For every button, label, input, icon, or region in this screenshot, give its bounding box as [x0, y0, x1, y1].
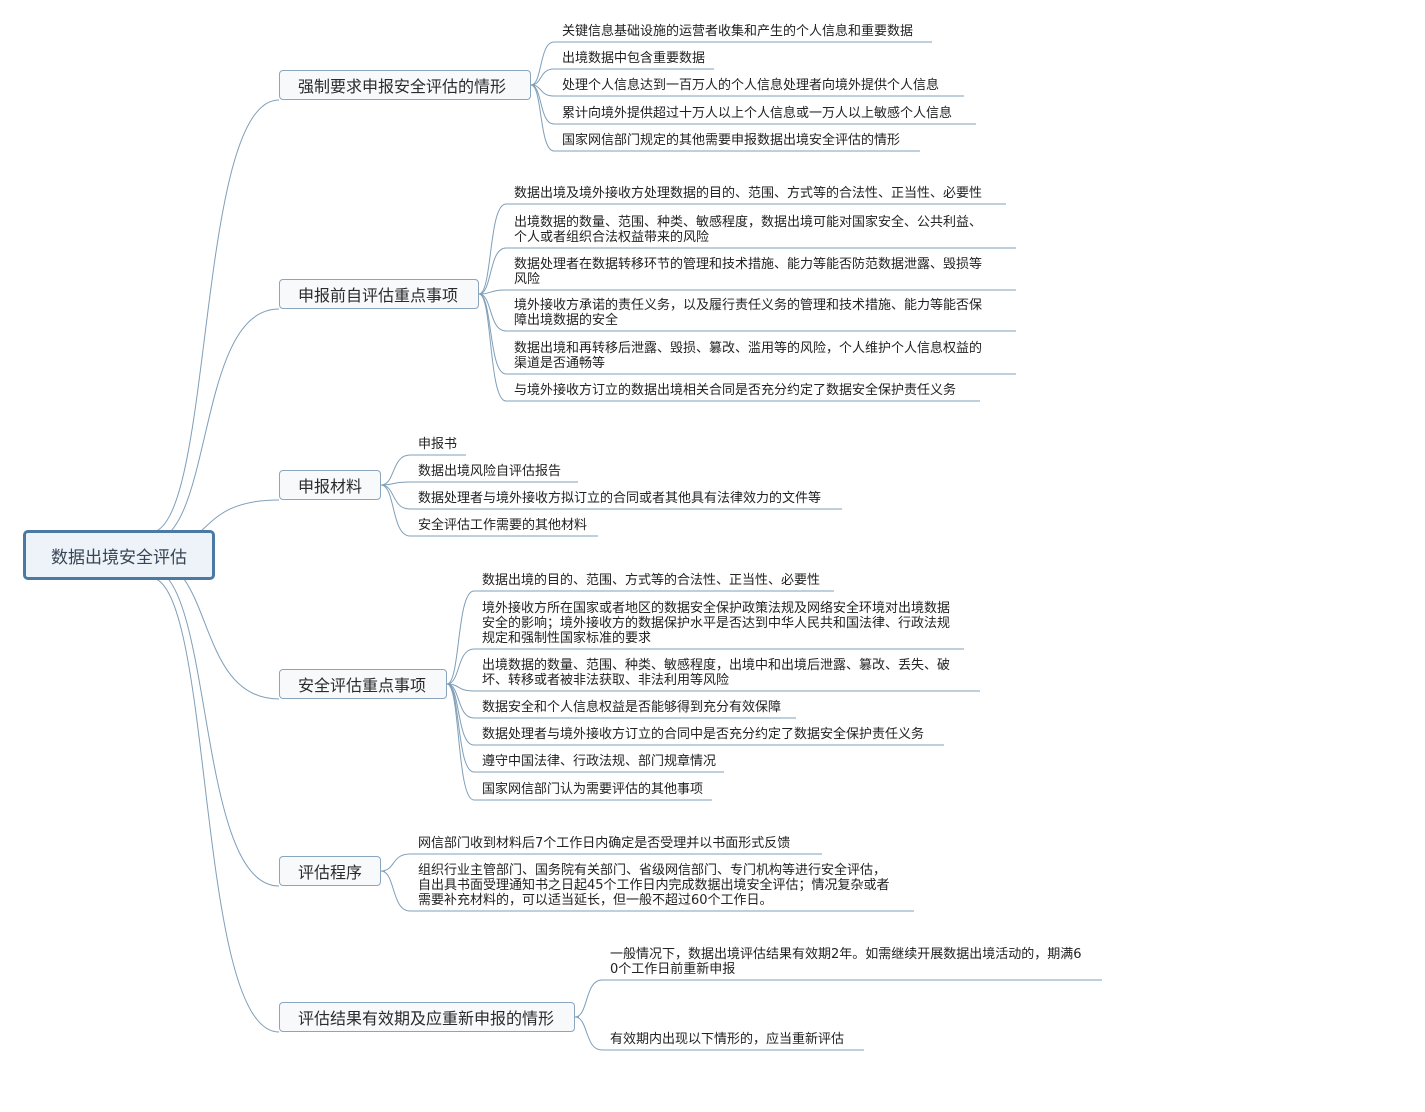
- branch-topic-2[interactable]: 申报前自评估重点事项: [279, 279, 479, 309]
- leaf-item[interactable]: 安全评估工作需要的其他材料: [418, 518, 587, 533]
- leaf-item[interactable]: 数据出境的目的、范围、方式等的合法性、正当性、必要性: [482, 573, 820, 588]
- root-topic[interactable]: 数据出境安全评估: [23, 530, 215, 580]
- leaf-item[interactable]: 境外接收方承诺的责任义务，以及履行责任义务的管理和技术措施、能力等能否保障出境数…: [514, 298, 982, 328]
- leaf-text-line: 障出境数据的安全: [514, 313, 619, 328]
- leaf-item[interactable]: 境外接收方所在国家或者地区的数据安全保护政策法规及网络安全环境对出境数据安全的影…: [482, 601, 950, 646]
- leaf-text-line: 国家网信部门认为需要评估的其他事项: [482, 782, 704, 797]
- leaf-item[interactable]: 处理个人信息达到一百万人的个人信息处理者向境外提供个人信息: [562, 78, 939, 93]
- leaf-item[interactable]: 网信部门收到材料后7个工作日内确定是否受理并以书面形式反馈: [418, 836, 790, 851]
- leaf-text-line: 自出具书面受理通知书之日起45个工作日内完成数据出境安全评估；情况复杂或者: [418, 878, 890, 893]
- leaf-item[interactable]: 国家网信部门规定的其他需要申报数据出境安全评估的情形: [562, 133, 900, 148]
- leaf-text-line: 个人或者组织合法权益带来的风险: [514, 230, 710, 245]
- leaf-text-line: 累计向境外提供超过十万人以上个人信息或一万人以上敏感个人信息: [562, 106, 953, 121]
- leaf-text-line: 遵守中国法律、行政法规、部门规章情况: [482, 754, 717, 769]
- leaf-item[interactable]: 累计向境外提供超过十万人以上个人信息或一万人以上敏感个人信息: [562, 106, 952, 121]
- leaf-item[interactable]: 数据处理者在数据转移环节的管理和技术措施、能力等能否防范数据泄露、毁损等风险: [514, 257, 982, 287]
- branch-topic-3[interactable]: 申报材料: [279, 470, 381, 500]
- leaf-text-line: 出境数据的数量、范围、种类、敏感程度，出境中和出境后泄露、篡改、丢失、破: [482, 658, 951, 673]
- leaf-text-line: 出境数据的数量、范围、种类、敏感程度，数据出境可能对国家安全、公共利益、: [514, 215, 983, 230]
- leaf-text-line: 规定和强制性国家标准的要求: [482, 631, 652, 646]
- leaf-item[interactable]: 数据处理者与境外接收方订立的合同中是否充分约定了数据安全保护责任义务: [482, 727, 924, 742]
- leaf-text-line: 数据出境及境外接收方处理数据的目的、范围、方式等的合法性、正当性、必要性: [514, 186, 983, 201]
- leaf-text-line: 关键信息基础设施的运营者收集和产生的个人信息和重要数据: [562, 24, 914, 39]
- leaf-text-line: 数据处理者在数据转移环节的管理和技术措施、能力等能否防范数据泄露、毁损等: [514, 257, 983, 272]
- leaf-item[interactable]: 有效期内出现以下情形的，应当重新评估: [610, 1032, 844, 1047]
- leaf-item[interactable]: 遵守中国法律、行政法规、部门规章情况: [482, 754, 716, 769]
- leaf-item[interactable]: 数据出境和再转移后泄露、毁损、篡改、滥用等的风险，个人维护个人信息权益的渠道是否…: [514, 341, 982, 371]
- leaf-item[interactable]: 出境数据的数量、范围、种类、敏感程度，出境中和出境后泄露、篡改、丢失、破坏、转移…: [482, 658, 950, 688]
- leaf-text-line: 数据处理者与境外接收方拟订立的合同或者其他具有法律效力的文件等: [418, 491, 822, 506]
- leaf-item[interactable]: 数据出境风险自评估报告: [418, 464, 561, 479]
- leaf-text-line: 需要补充材料的，可以适当延长，但一般不超过60个工作日。: [418, 893, 773, 908]
- leaf-text-line: 组织行业主管部门、国务院有关部门、省级网信部门、专门机构等进行安全评估，: [418, 863, 887, 878]
- leaf-text-line: 数据处理者与境外接收方订立的合同中是否充分约定了数据安全保护责任义务: [482, 727, 925, 742]
- branch-topic-5[interactable]: 评估程序: [279, 856, 381, 886]
- leaf-text-line: 数据安全和个人信息权益是否能够得到充分有效保障: [482, 700, 782, 715]
- leaf-item[interactable]: 关键信息基础设施的运营者收集和产生的个人信息和重要数据: [562, 24, 913, 39]
- leaf-text-line: 国家网信部门规定的其他需要申报数据出境安全评估的情形: [562, 133, 901, 148]
- leaf-item[interactable]: 数据处理者与境外接收方拟订立的合同或者其他具有法律效力的文件等: [418, 491, 821, 506]
- leaf-text-line: 风险: [514, 272, 541, 287]
- branch-topic-1[interactable]: 强制要求申报安全评估的情形: [279, 70, 531, 100]
- leaf-text-line: 网信部门收到材料后7个工作日内确定是否受理并以书面形式反馈: [418, 836, 791, 851]
- leaf-text-line: 申报书: [418, 437, 458, 452]
- leaf-item[interactable]: 出境数据的数量、范围、种类、敏感程度，数据出境可能对国家安全、公共利益、个人或者…: [514, 215, 982, 245]
- branch-topic-6[interactable]: 评估结果有效期及应重新申报的情形: [279, 1002, 575, 1032]
- leaf-text-line: 境外接收方承诺的责任义务，以及履行责任义务的管理和技术措施、能力等能否保: [514, 298, 983, 313]
- branch-topic-4[interactable]: 安全评估重点事项: [279, 669, 447, 699]
- leaf-text-line: 数据出境风险自评估报告: [418, 464, 562, 479]
- leaf-text-line: 数据出境的目的、范围、方式等的合法性、正当性、必要性: [482, 573, 821, 588]
- leaf-text-line: 数据出境和再转移后泄露、毁损、篡改、滥用等的风险，个人维护个人信息权益的: [514, 341, 983, 356]
- leaf-text-line: 安全评估工作需要的其他材料: [418, 518, 588, 533]
- leaf-text-line: 渠道是否通畅等: [514, 356, 606, 371]
- leaf-item[interactable]: 国家网信部门认为需要评估的其他事项: [482, 782, 703, 797]
- leaf-text-line: 境外接收方所在国家或者地区的数据安全保护政策法规及网络安全环境对出境数据: [482, 601, 951, 616]
- leaf-text-line: 一般情况下，数据出境评估结果有效期2年。如需继续开展数据出境活动的，期满6: [610, 947, 1082, 962]
- leaf-item[interactable]: 组织行业主管部门、国务院有关部门、省级网信部门、专门机构等进行安全评估，自出具书…: [418, 863, 890, 908]
- leaf-item[interactable]: 与境外接收方订立的数据出境相关合同是否充分约定了数据安全保护责任义务: [514, 383, 956, 398]
- leaf-text-line: 处理个人信息达到一百万人的个人信息处理者向境外提供个人信息: [562, 78, 940, 93]
- leaf-text-line: 与境外接收方订立的数据出境相关合同是否充分约定了数据安全保护责任义务: [514, 383, 957, 398]
- leaf-text-line: 安全的影响；境外接收方的数据保护水平是否达到中华人民共和国法律、行政法规: [482, 616, 951, 631]
- leaf-item[interactable]: 申报书: [418, 437, 457, 452]
- leaf-text-line: 出境数据中包含重要数据: [562, 51, 706, 66]
- leaf-text-line: 有效期内出现以下情形的，应当重新评估: [610, 1032, 845, 1047]
- leaf-text-line: 0个工作日前重新申报: [610, 962, 736, 977]
- leaf-item[interactable]: 出境数据中包含重要数据: [562, 51, 705, 66]
- leaf-item[interactable]: 数据安全和个人信息权益是否能够得到充分有效保障: [482, 700, 781, 715]
- leaf-item[interactable]: 数据出境及境外接收方处理数据的目的、范围、方式等的合法性、正当性、必要性: [514, 186, 982, 201]
- leaf-text-line: 坏、转移或者被非法获取、非法利用等风险: [482, 673, 730, 688]
